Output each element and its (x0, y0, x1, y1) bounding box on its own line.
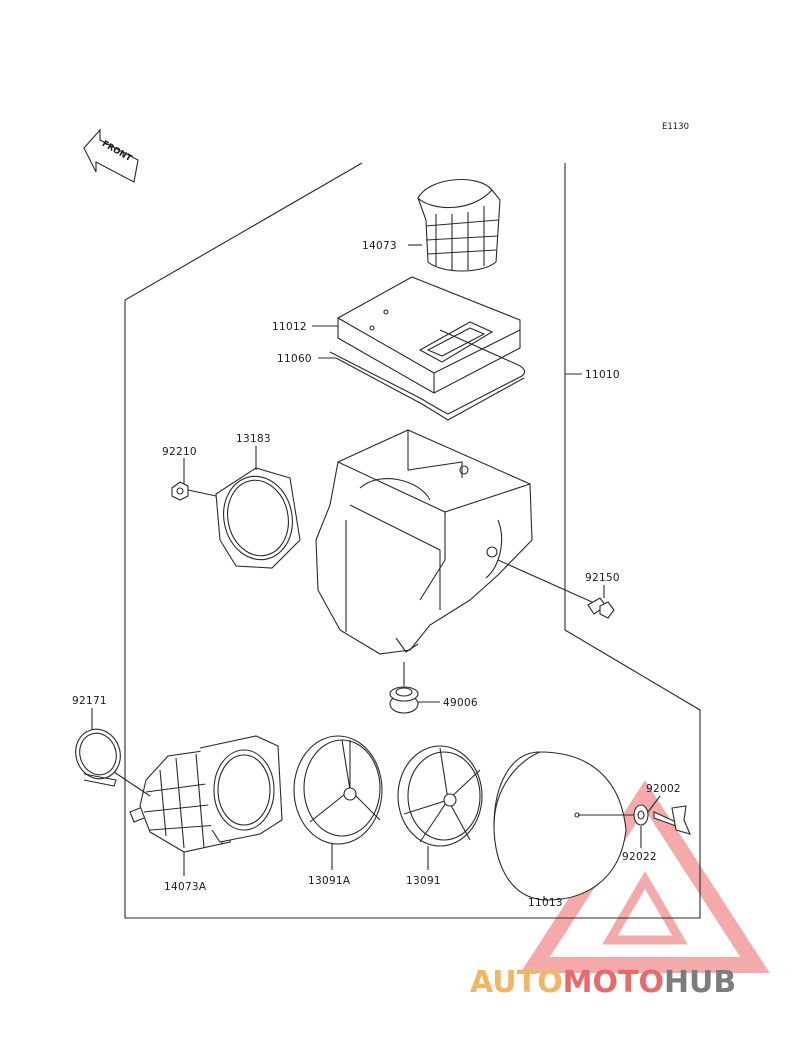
cap-49006-part (389, 686, 419, 714)
watermark-part2: MOTO (563, 965, 664, 1000)
part-label-92022: 92022 (622, 851, 657, 863)
part-label-11013: 11013 (528, 897, 563, 909)
air-box-housing-part (315, 429, 533, 655)
part-label-14073: 14073 (362, 240, 397, 252)
air-filter-11013-part (493, 751, 627, 901)
part-label-92210: 92210 (162, 446, 197, 458)
diagram-code: E1130 (662, 122, 689, 132)
gasket-13183-part (215, 467, 301, 569)
part-label-11010: 11010 (585, 369, 620, 381)
watermark-logo: AUTOMOTOHUB (470, 965, 736, 1000)
gasket-11060-part (329, 329, 526, 421)
svg-text:AUTOMOTOHUB: AUTOMOTOHUB (470, 965, 736, 1000)
front-arrow-icon: FRONT (83, 128, 139, 183)
part-label-13183: 13183 (236, 433, 271, 445)
wing-bolt-92002-part (653, 805, 691, 835)
bolt-92150-part (587, 597, 615, 619)
part-label-49006: 49006 (443, 697, 478, 709)
watermark-part3: HUB (664, 965, 736, 1000)
part-label-13091A: 13091A (308, 875, 351, 887)
clamp-92171-part (75, 728, 121, 787)
part-label-11060: 11060 (277, 353, 312, 365)
washer-92022-part (633, 804, 649, 826)
intake-duct-14073-part (417, 179, 501, 272)
filter-cage-13091-part (397, 745, 483, 847)
part-label-92002: 92002 (646, 783, 681, 795)
leader-lines (91, 244, 661, 900)
part-label-92150: 92150 (585, 572, 620, 584)
part-label-14073A: 14073A (164, 881, 207, 893)
part-label-92171: 92171 (72, 695, 107, 707)
intake-duct-14073A-part (129, 735, 283, 853)
part-label-13091: 13091 (406, 875, 441, 887)
filter-cage-13091A-part (293, 735, 383, 845)
watermark-part1: AUTO (470, 965, 563, 1000)
part-label-11012: 11012 (272, 321, 307, 333)
assembly-outline (124, 162, 701, 919)
cover-plate-11012-part (337, 276, 521, 394)
nut-92210-part (171, 481, 189, 501)
